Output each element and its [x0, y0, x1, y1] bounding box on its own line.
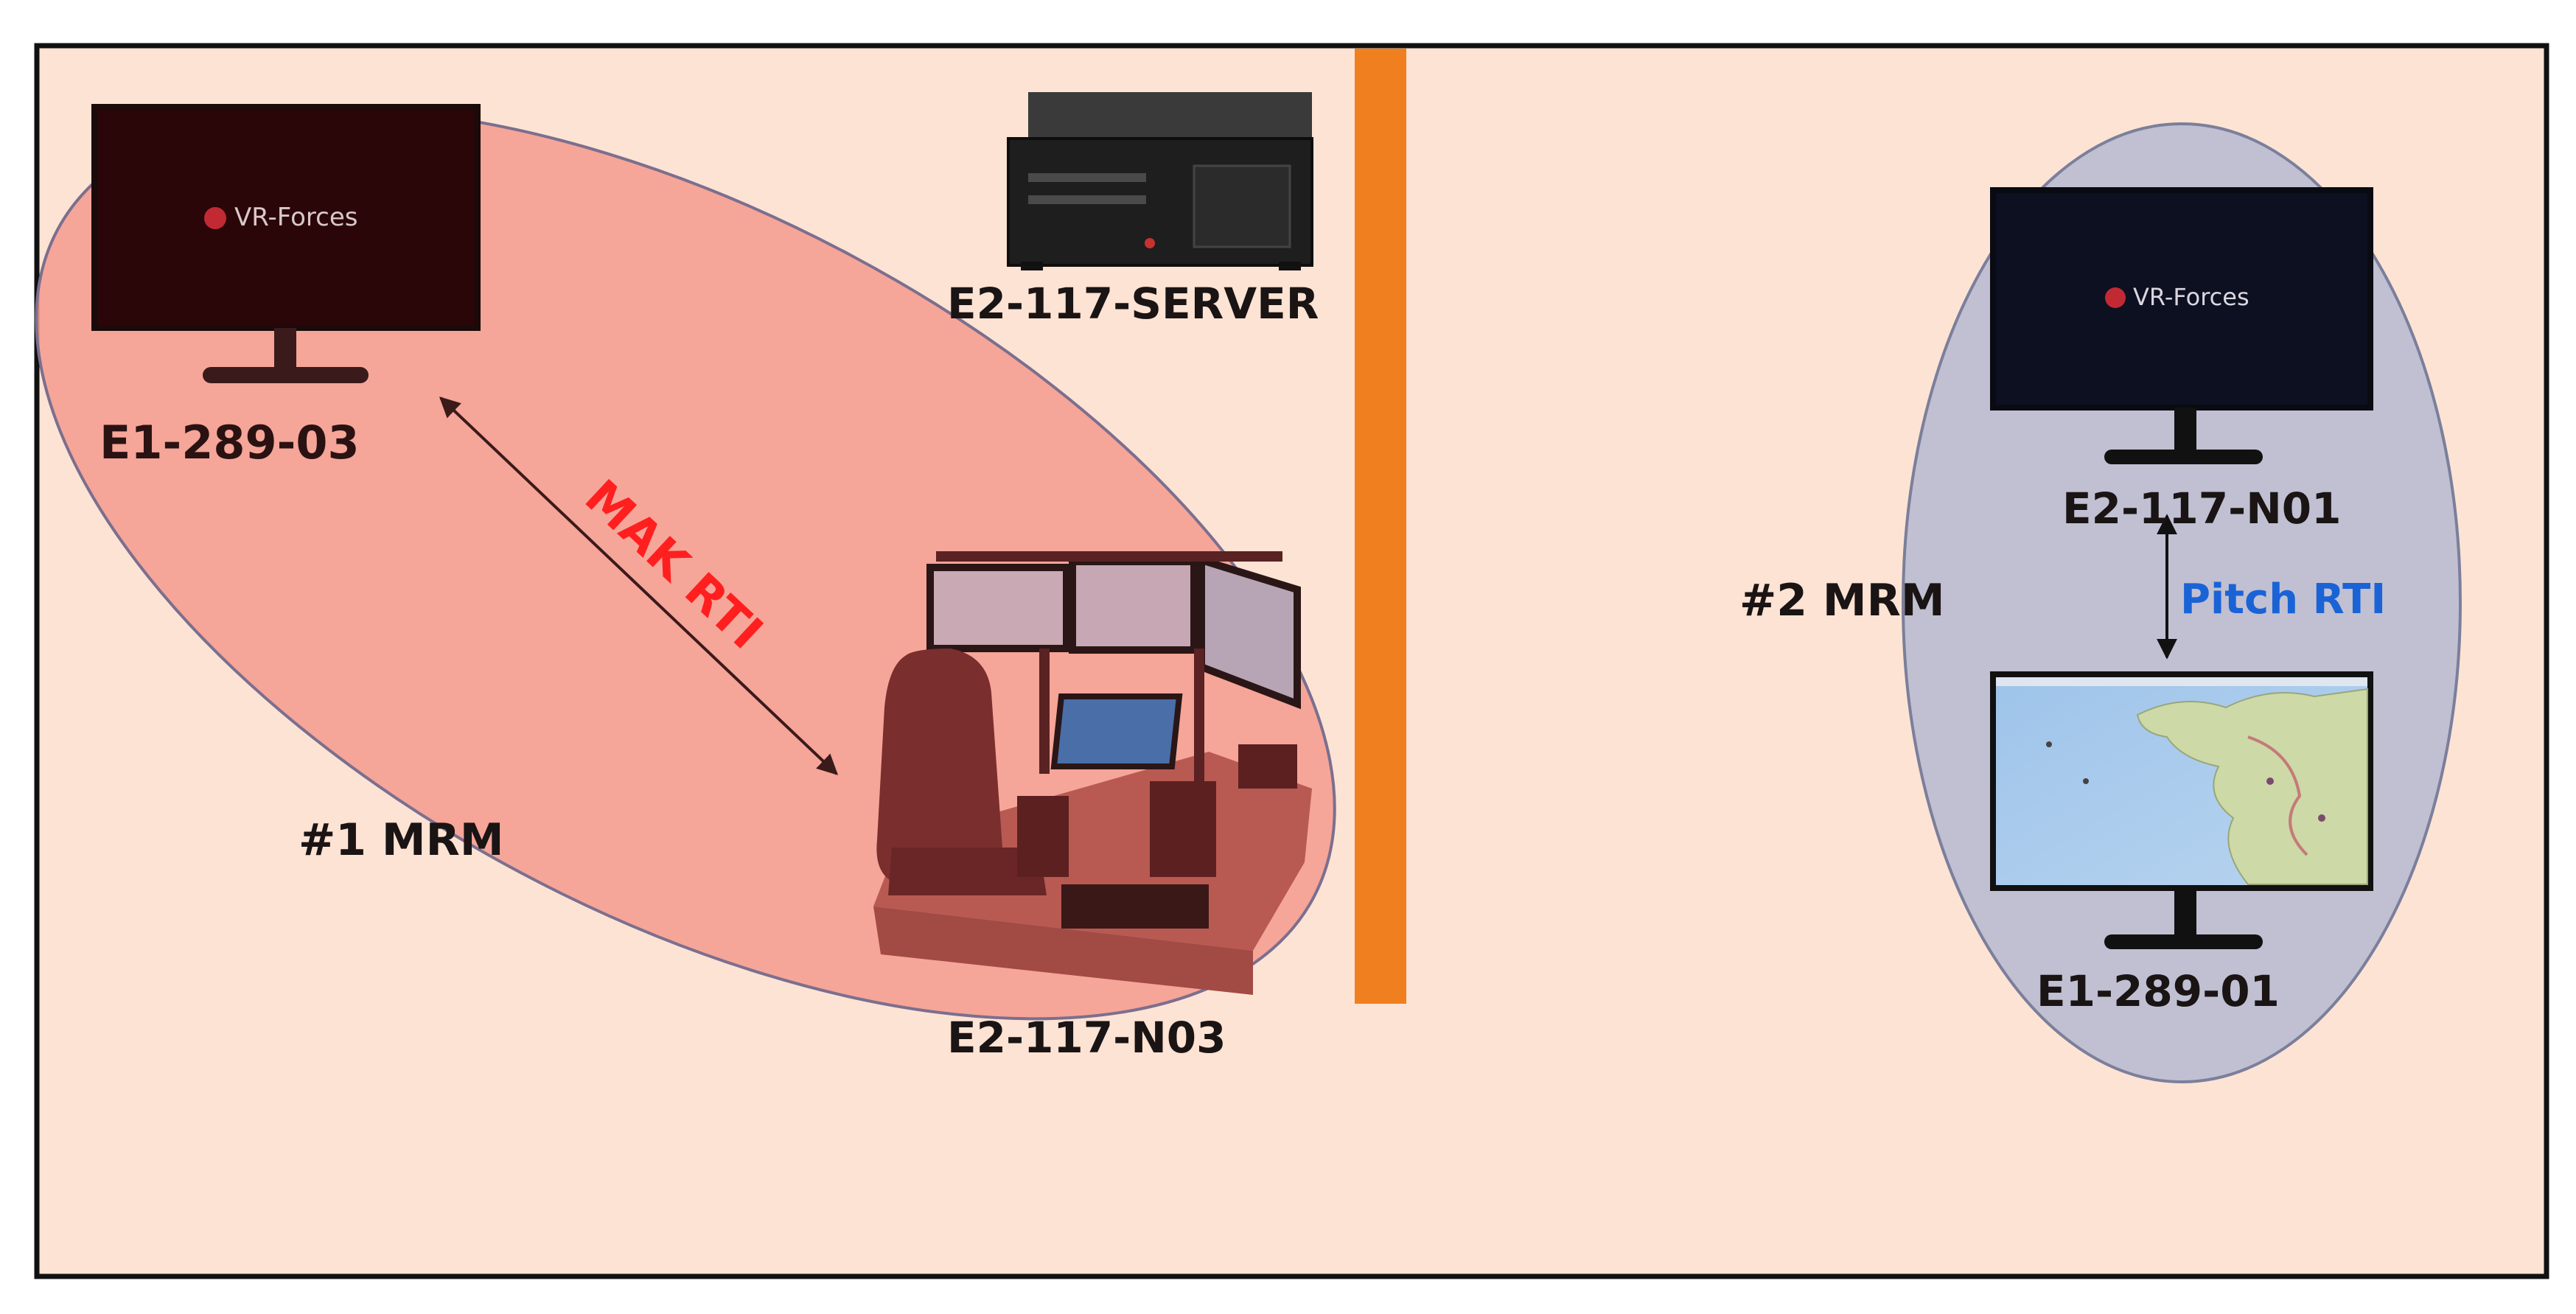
map-marker	[2266, 777, 2274, 785]
map-marker	[2083, 778, 2089, 784]
map-marker	[2046, 741, 2052, 747]
sim-keyboard	[1061, 884, 1209, 929]
sim-monitor-left	[926, 564, 1070, 652]
server-power-led-icon	[1145, 238, 1155, 248]
screen-text: VR-Forces	[234, 203, 357, 232]
sim-frame-post	[1039, 649, 1050, 774]
map-toolbar	[1996, 677, 2367, 686]
monitor-screen	[1990, 187, 2373, 410]
sim-side-console	[1017, 796, 1069, 877]
sim-monitor-center	[1069, 558, 1198, 654]
monitor-e2-117-n01: VR-Forces	[1990, 187, 2373, 464]
monitor-neck	[274, 328, 296, 372]
vr-forces-logo-icon	[204, 207, 226, 229]
server-foot	[1021, 262, 1043, 270]
server-panel	[1193, 164, 1291, 248]
group-label-mrm2: #2 MRM	[1739, 575, 1945, 626]
link-label-pitch-rti: Pitch RTI	[2180, 576, 2386, 623]
monitor-e1-289-03: VR-Forces	[91, 104, 481, 383]
sim-side-console	[1150, 781, 1216, 877]
node-label-e1-289-01: E1-289-01	[2036, 966, 2280, 1016]
server-drive-bay	[1028, 195, 1146, 204]
monitor-neck	[2174, 408, 2196, 453]
monitor-base	[203, 367, 369, 383]
monitor-base	[2104, 450, 2263, 464]
sim-side-console	[1238, 744, 1297, 789]
vr-forces-logo-icon	[2105, 287, 2126, 308]
network-divider	[1355, 49, 1406, 1004]
sim-frame-bar	[936, 551, 1282, 562]
monitor-e1-289-01	[1990, 671, 2373, 949]
server-foot	[1279, 262, 1301, 270]
sim-frame-post	[1194, 649, 1204, 789]
node-label-e2-117-n03: E2-117-N03	[947, 1013, 1226, 1063]
link-mak-rti-arrow	[439, 396, 839, 775]
map-landmass	[2136, 688, 2368, 885]
sim-seat-cushion	[888, 848, 1047, 895]
map-marker	[2318, 814, 2325, 822]
sim-seat	[876, 649, 1002, 888]
screen-text: VR-Forces	[2133, 283, 2249, 311]
simulator-platform-front	[873, 906, 1253, 995]
node-label-e2-117-server: E2-117-SERVER	[947, 279, 1319, 329]
node-label-e1-289-03: E1-289-03	[100, 416, 360, 469]
cockpit-simulator-e2-117-n03	[873, 551, 1312, 995]
node-label-e2-117-n01: E2-117-N01	[2062, 483, 2341, 534]
server-e2-117-server	[1007, 92, 1313, 270]
sim-instrument-panel	[1050, 693, 1183, 769]
server-top	[1028, 92, 1312, 151]
sim-monitor-right	[1198, 555, 1301, 710]
server-drive-bay	[1028, 173, 1146, 182]
monitor-base	[2104, 934, 2263, 949]
map-route	[2247, 735, 2308, 856]
group-label-mrm1: #1 MRM	[299, 814, 504, 866]
monitor-neck	[2174, 888, 2196, 938]
